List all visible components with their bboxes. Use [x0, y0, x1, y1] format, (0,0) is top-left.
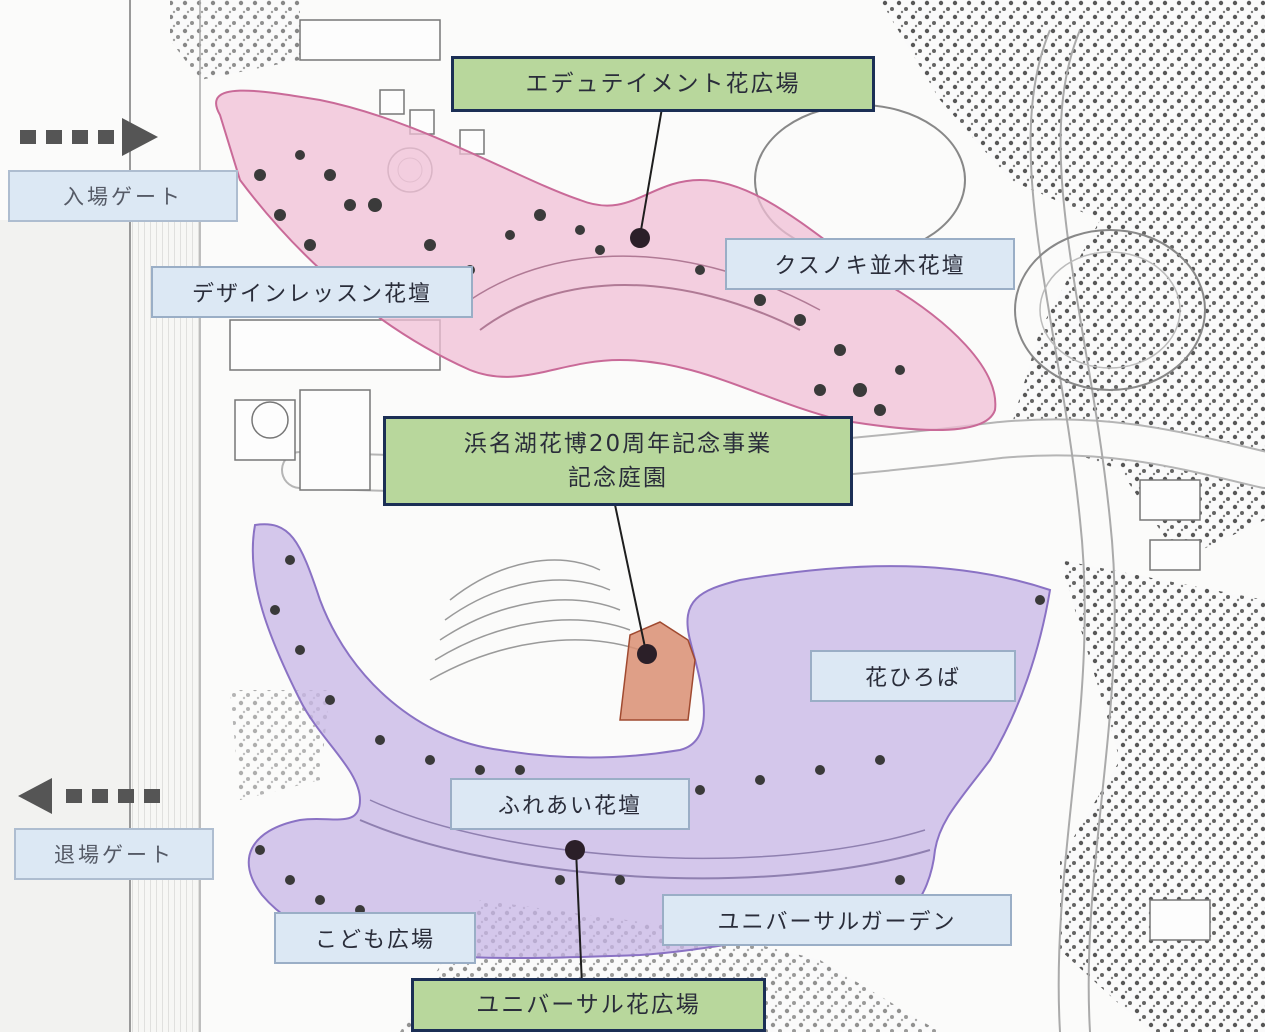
amphitheatre — [429, 559, 641, 681]
edutainment-plaza-text: エデュテイメント花広場 — [525, 71, 801, 97]
leader-lines — [575, 107, 663, 986]
fureai-bed-label: ふれあい花壇 — [450, 778, 690, 830]
north-flower-zone — [215, 89, 997, 431]
kodomo-plaza-label: こども広場 — [274, 912, 476, 964]
exit-gate-label: 退場ゲート — [14, 828, 214, 880]
south-walkway — [359, 819, 931, 880]
marker-universal — [565, 840, 585, 860]
hana-hiroba-label: 花ひろば — [810, 650, 1016, 702]
east-road — [1029, 29, 1086, 1032]
rail-strip — [130, 220, 200, 1032]
memorial-garden-label: 浜名湖花博20周年記念事業 記念庭園 — [383, 416, 853, 506]
edutainment-plaza-label: エデュテイメント花広場 — [451, 56, 875, 112]
universal-flower-plaza-text: ユニバーサル花広場 — [476, 992, 701, 1018]
forest-east — [1060, 560, 1265, 1032]
design-lesson-bed-label: デザインレッスン花壇 — [151, 266, 473, 318]
south-flower-zone — [247, 523, 1052, 960]
marker-edutainment — [630, 228, 650, 248]
forest-northwest — [170, 0, 300, 80]
universal-garden-label: ユニバーサルガーデン — [662, 894, 1012, 946]
exit-arrow — [18, 778, 160, 814]
north-walkway — [479, 284, 801, 331]
buildings — [229, 19, 1211, 941]
memorial-garden — [619, 621, 696, 721]
universal-flower-plaza-label: ユニバーサル花広場 — [411, 978, 766, 1032]
oval-field-2 — [1014, 229, 1206, 391]
memorial-garden-line2: 記念庭園 — [568, 465, 668, 491]
boulevard — [0, 220, 130, 1032]
kusunoki-bed-label: クスノキ並木花壇 — [725, 238, 1015, 290]
memorial-garden-line1: 浜名湖花博20周年記念事業 — [463, 431, 773, 457]
entrance-gate-label: 入場ゲート — [8, 170, 238, 222]
zone-trees — [254, 150, 1045, 925]
marker-memorial — [637, 644, 657, 664]
forest-southwest — [230, 690, 330, 800]
forest-northeast — [880, 0, 1265, 560]
entrance-arrow — [20, 118, 158, 156]
